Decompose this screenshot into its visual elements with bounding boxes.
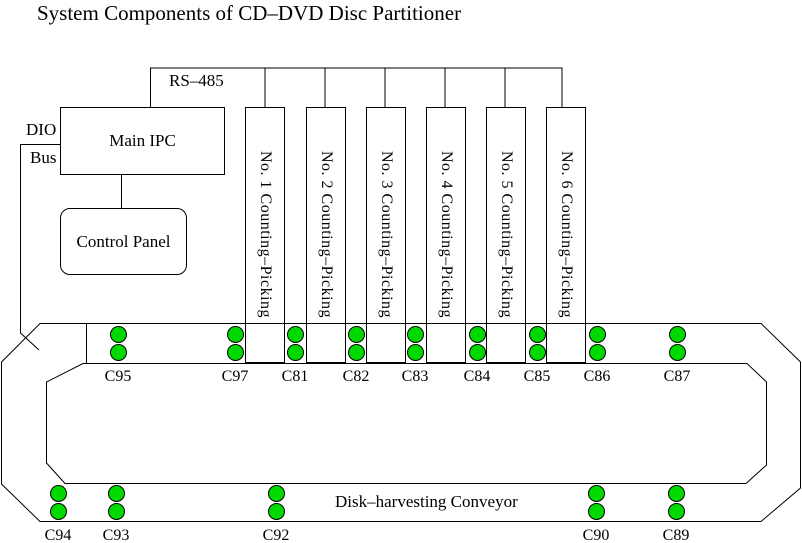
station-c89: C89 [656,484,696,543]
sensor-dot [268,485,285,502]
sensor-dot [348,326,365,343]
sensor-dot [529,344,546,361]
sensor-dot [469,326,486,343]
station-c95: C95 [98,325,138,387]
sensor-dot [227,344,244,361]
rs485-bus-label: RS–485 [169,71,224,90]
sensor-dot [668,485,685,502]
sensor-dot [407,344,424,361]
counting-picking-unit-2: No. 2 Counting–Picking [306,107,346,363]
counting-picking-unit-2-label: No. 2 Counting–Picking [318,151,335,319]
control-panel-label: Control Panel [76,231,171,251]
station-label: C97 [221,368,249,385]
sensor-dot [407,326,424,343]
counting-picking-unit-5-label: No. 5 Counting–Picking [498,151,515,319]
station-c86: C86 [577,325,617,387]
station-c85: C85 [517,325,557,387]
conveyor-inner-loop [46,363,767,484]
sensor-dot [50,485,67,502]
station-c83: C83 [395,325,435,387]
station-c92: C92 [256,484,296,543]
counting-picking-unit-4: No. 4 Counting–Picking [426,107,466,363]
sensor-dot [108,485,125,502]
sensor-dot [529,326,546,343]
station-label: C90 [582,527,610,543]
sensor-dot [589,344,606,361]
sensor-dot [669,326,686,343]
sensor-dot [669,344,686,361]
main-ipc-label: Main IPC [109,131,176,150]
station-c93: C93 [96,484,136,543]
station-label: C94 [44,527,72,543]
station-label: C89 [662,527,690,543]
counting-picking-unit-6: No. 6 Counting–Picking [546,107,586,363]
sensor-dot [50,503,67,520]
dio-bus-label-line2: Bus [30,148,57,167]
sensor-dot [268,503,285,520]
station-label: C93 [102,527,130,543]
station-c81: C81 [275,325,315,387]
sensor-dot [110,326,127,343]
sensor-dot [287,344,304,361]
sensor-dot [589,326,606,343]
sensor-dot [110,344,127,361]
station-label: C81 [281,368,309,385]
sensor-dot [469,344,486,361]
station-c82: C82 [336,325,376,387]
dio-bus-line [20,144,60,351]
sensor-dot [108,503,125,520]
counting-picking-unit-1: No. 1 Counting–Picking [245,107,285,363]
conveyor-outer-loop [1,323,801,522]
station-label: C85 [523,368,551,385]
sensor-dot [588,485,605,502]
station-c90: C90 [576,484,616,543]
counting-picking-unit-3-label: No. 3 Counting–Picking [378,151,395,319]
station-label: C83 [401,368,429,385]
station-c94: C94 [38,484,78,543]
sensor-dot [227,326,244,343]
station-label: C82 [342,368,370,385]
sensor-dot [287,326,304,343]
rs485-bus-line [150,67,563,108]
diagram-title: System Components of CD–DVD Disc Partiti… [37,1,462,25]
main-ipc-box: Main IPC [60,107,225,175]
control-panel-box: Control Panel [60,208,187,275]
dio-bus-label-line1: DIO [26,120,57,139]
station-c97: C97 [215,325,255,387]
station-label: C92 [262,527,290,543]
station-label: C86 [583,368,611,385]
counting-picking-unit-3: No. 3 Counting–Picking [366,107,406,363]
station-c84: C84 [457,325,497,387]
counting-picking-unit-6-label: No. 6 Counting–Picking [558,151,575,319]
sensor-dot [588,503,605,520]
counting-picking-unit-4-label: No. 4 Counting–Picking [438,151,455,319]
station-c87: C87 [657,325,697,387]
station-label: C95 [104,368,132,385]
counting-picking-unit-5: No. 5 Counting–Picking [486,107,526,363]
station-label: C84 [463,368,491,385]
sensor-dot [668,503,685,520]
counting-picking-unit-1-label: No. 1 Counting–Picking [257,151,274,319]
sensor-dot [348,344,365,361]
conveyor-label: Disk–harvesting Conveyor [335,492,518,511]
station-label: C87 [663,368,691,385]
